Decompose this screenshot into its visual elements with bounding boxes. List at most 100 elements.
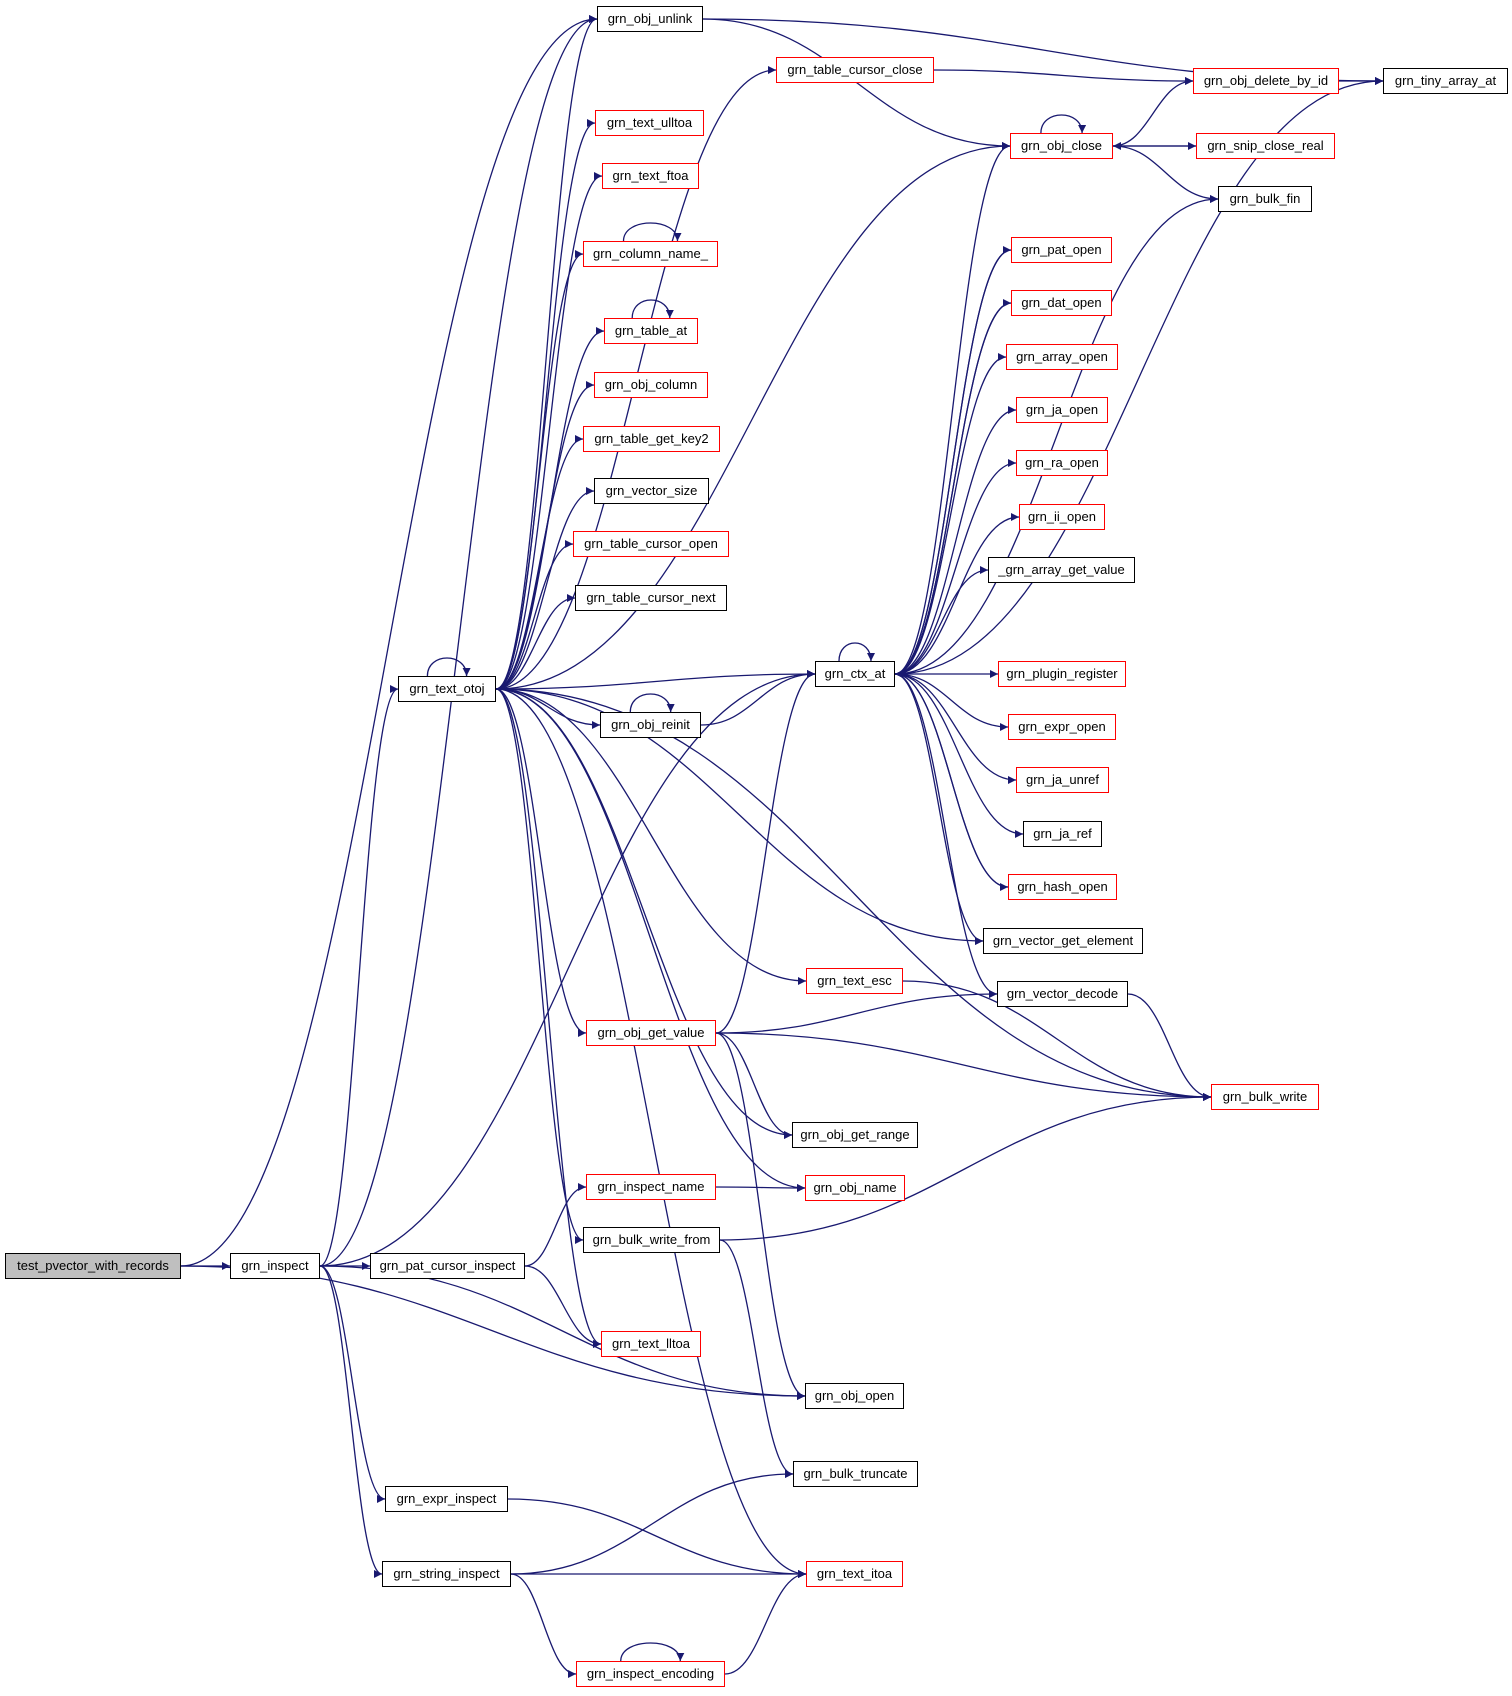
edge-grn_ctx_at-to-grn_ja_unref	[894, 673, 1017, 784]
node-grn_inspect_name[interactable]: grn_inspect_name	[586, 1174, 716, 1200]
edge-grn_obj_close-to-grn_obj_close	[1040, 114, 1087, 134]
node-grn_text_esc[interactable]: grn_text_esc	[806, 968, 903, 994]
node-grn_column_name_[interactable]: grn_column_name_	[583, 241, 718, 267]
node-grn_obj_column[interactable]: grn_obj_column	[594, 372, 708, 398]
edge-grn_text_otoj-to-grn_bulk_write_from	[495, 688, 584, 1244]
edge-grn_pat_open-to-grn_ctx_at	[894, 249, 1012, 678]
edge-grn_text_otoj-to-grn_obj_name	[495, 688, 806, 1192]
edge-grn_text_otoj-to-grn_table_cursor_open	[495, 540, 574, 690]
edge-grn_string_inspect-to-grn_inspect_encoding	[510, 1573, 577, 1678]
node-grn_text_lltoa[interactable]: grn_text_lltoa	[601, 1331, 701, 1357]
node-grn_ja_ref[interactable]: grn_ja_ref	[1023, 821, 1102, 847]
node-grn_inspect[interactable]: grn_inspect	[230, 1253, 320, 1279]
node-grn_snip_close_real[interactable]: grn_snip_close_real	[1196, 133, 1335, 159]
node-grn_table_cursor_next[interactable]: grn_table_cursor_next	[575, 585, 727, 611]
node-grn_text_otoj[interactable]: grn_text_otoj	[398, 676, 496, 702]
edge-grn_table_cursor_close-to-grn_obj_delete_by_id	[933, 69, 1194, 85]
node-grn_obj_unlink[interactable]: grn_obj_unlink	[597, 6, 703, 32]
node-grn_ja_open[interactable]: grn_ja_open	[1016, 397, 1108, 423]
node-grn_bulk_write[interactable]: grn_bulk_write	[1211, 1084, 1319, 1110]
node-grn_vector_decode[interactable]: grn_vector_decode	[997, 981, 1128, 1007]
edge-grn_text_otoj-to-grn_table_get_key2	[495, 435, 584, 690]
edge-grn_expr_inspect-to-grn_text_itoa	[507, 1498, 807, 1578]
edge-grn_ctx_at-to-grn_ja_open	[894, 406, 1017, 675]
node-grn_pat_cursor_inspect[interactable]: grn_pat_cursor_inspect	[370, 1253, 525, 1279]
node-grn_vector_get_element[interactable]: grn_vector_get_element	[983, 928, 1143, 954]
node-grn_expr_inspect[interactable]: grn_expr_inspect	[385, 1486, 508, 1512]
edge-grn_text_otoj-to-grn_text_otoj	[426, 657, 471, 677]
edge-grn_column_name_-to-grn_column_name_	[622, 222, 682, 242]
node-grn_obj_name[interactable]: grn_obj_name	[805, 1175, 905, 1201]
edge-grn_obj_reinit-to-grn_obj_reinit	[629, 693, 675, 713]
node-grn_plugin_register[interactable]: grn_plugin_register	[998, 661, 1126, 687]
node-grn_obj_get_range[interactable]: grn_obj_get_range	[792, 1122, 918, 1148]
edge-grn_text_otoj-to-grn_column_name_	[495, 250, 584, 690]
edge-grn_text_otoj-to-grn_vector_size	[495, 487, 595, 690]
node-grn_obj_reinit[interactable]: grn_obj_reinit	[600, 712, 701, 738]
node-grn_bulk_truncate[interactable]: grn_bulk_truncate	[793, 1461, 918, 1487]
edge-grn_inspect_encoding-to-grn_text_itoa	[724, 1570, 807, 1675]
edge-grn_ctx_at-to-grn_tiny_array_at	[894, 77, 1384, 675]
edge-grn_text_otoj-to-grn_text_esc	[495, 688, 807, 985]
node-grn_obj_close[interactable]: grn_obj_close	[1010, 133, 1113, 159]
edge-grn_pat_cursor_inspect-to-grn_inspect_name	[524, 1183, 587, 1267]
node-grn_hash_open[interactable]: grn_hash_open	[1008, 874, 1117, 900]
edge-test_pvector_with_records-to-grn_obj_open	[180, 1265, 806, 1400]
edge-grn_hash_open-to-grn_ctx_at	[894, 670, 1009, 888]
edge-grn_inspect-to-grn_obj_unlink	[319, 15, 598, 1267]
node-grn_obj_open[interactable]: grn_obj_open	[805, 1383, 904, 1409]
edge-grn_text_otoj-to-grn_text_ftoa	[495, 172, 603, 690]
node-grn_expr_open[interactable]: grn_expr_open	[1008, 714, 1116, 740]
node-grn_text_ulltoa[interactable]: grn_text_ulltoa	[595, 110, 704, 136]
edge-grn_ctx_at-to-grn_bulk_fin	[894, 195, 1219, 675]
node-grn_ra_open[interactable]: grn_ra_open	[1016, 450, 1108, 476]
node-grn_ctx_at[interactable]: grn_ctx_at	[815, 661, 895, 687]
node-grn_ii_open[interactable]: grn_ii_open	[1019, 504, 1105, 530]
node-grn_ja_unref[interactable]: grn_ja_unref	[1016, 767, 1109, 793]
node-grn_table_at[interactable]: grn_table_at	[604, 318, 698, 344]
node-grn_bulk_fin[interactable]: grn_bulk_fin	[1218, 186, 1312, 212]
node-grn_array_open[interactable]: grn_array_open	[1006, 344, 1118, 370]
node-_grn_array_get_value[interactable]: _grn_array_get_value	[988, 557, 1135, 583]
edge-grn_obj_get_value-to-grn_bulk_write	[715, 1032, 1212, 1101]
node-grn_text_itoa[interactable]: grn_text_itoa	[806, 1561, 903, 1587]
edge-grn_table_at-to-grn_table_at	[631, 299, 674, 319]
edge-grn_ctx_at-to-grn_ctx_at	[838, 642, 875, 662]
edge-grn_ctx_at-to-grn_vector_decode	[894, 673, 998, 998]
edge-grn_text_otoj-to-grn_obj_get_value	[495, 688, 587, 1037]
edge-grn_inspect-to-grn_string_inspect	[319, 1265, 383, 1578]
node-grn_text_ftoa[interactable]: grn_text_ftoa	[602, 163, 699, 189]
edge-grn_obj_close-to-grn_obj_delete_by_id	[1112, 77, 1194, 147]
edge-grn_obj_close-to-grn_bulk_fin	[1112, 145, 1219, 203]
edge-grn_obj_get_value-to-grn_obj_get_range	[715, 1032, 793, 1139]
node-grn_bulk_write_from[interactable]: grn_bulk_write_from	[583, 1227, 720, 1253]
node-grn_string_inspect[interactable]: grn_string_inspect	[382, 1561, 511, 1587]
node-grn_inspect_encoding[interactable]: grn_inspect_encoding	[576, 1661, 725, 1687]
edge-grn_ctx_at-to-grn_obj_close	[894, 142, 1011, 675]
edge-grn_obj_reinit-to-grn_ctx_at	[700, 670, 816, 726]
edge-grn_text_otoj-to-grn_obj_close	[495, 142, 1011, 690]
edge-grn_text_otoj-to-grn_text_lltoa	[495, 688, 602, 1348]
edge-grn_vector_decode-to-grn_bulk_write	[1127, 993, 1212, 1101]
edge-grn_ctx_at-to-grn_expr_open	[894, 673, 1009, 731]
node-grn_tiny_array_at[interactable]: grn_tiny_array_at	[1383, 68, 1508, 94]
edge-grn_inspect_encoding-to-grn_inspect_encoding	[620, 1642, 685, 1662]
edge-grn_ctx_at-to-grn_ra_open	[894, 459, 1017, 675]
node-grn_pat_open[interactable]: grn_pat_open	[1011, 237, 1112, 263]
edge-grn_string_inspect-to-grn_bulk_truncate	[510, 1470, 794, 1575]
node-grn_vector_size[interactable]: grn_vector_size	[594, 478, 709, 504]
node-test_pvector_with_records[interactable]: test_pvector_with_records	[5, 1253, 181, 1279]
node-grn_table_cursor_close[interactable]: grn_table_cursor_close	[776, 57, 934, 83]
edge-grn_bulk_write_from-to-grn_bulk_write	[719, 1093, 1212, 1241]
edge-grn_ctx_at-to-_grn_array_get_value	[894, 566, 989, 675]
node-grn_obj_get_value[interactable]: grn_obj_get_value	[586, 1020, 716, 1046]
node-grn_dat_open[interactable]: grn_dat_open	[1011, 290, 1112, 316]
node-grn_table_cursor_open[interactable]: grn_table_cursor_open	[573, 531, 729, 557]
edge-grn_text_esc-to-grn_bulk_write	[902, 980, 1212, 1101]
edge-grn_text_otoj-to-grn_ctx_at	[495, 670, 816, 690]
node-grn_obj_delete_by_id[interactable]: grn_obj_delete_by_id	[1193, 68, 1339, 94]
edge-grn_ctx_at-to-grn_vector_get_element	[894, 673, 984, 945]
node-grn_table_get_key2[interactable]: grn_table_get_key2	[583, 426, 720, 452]
